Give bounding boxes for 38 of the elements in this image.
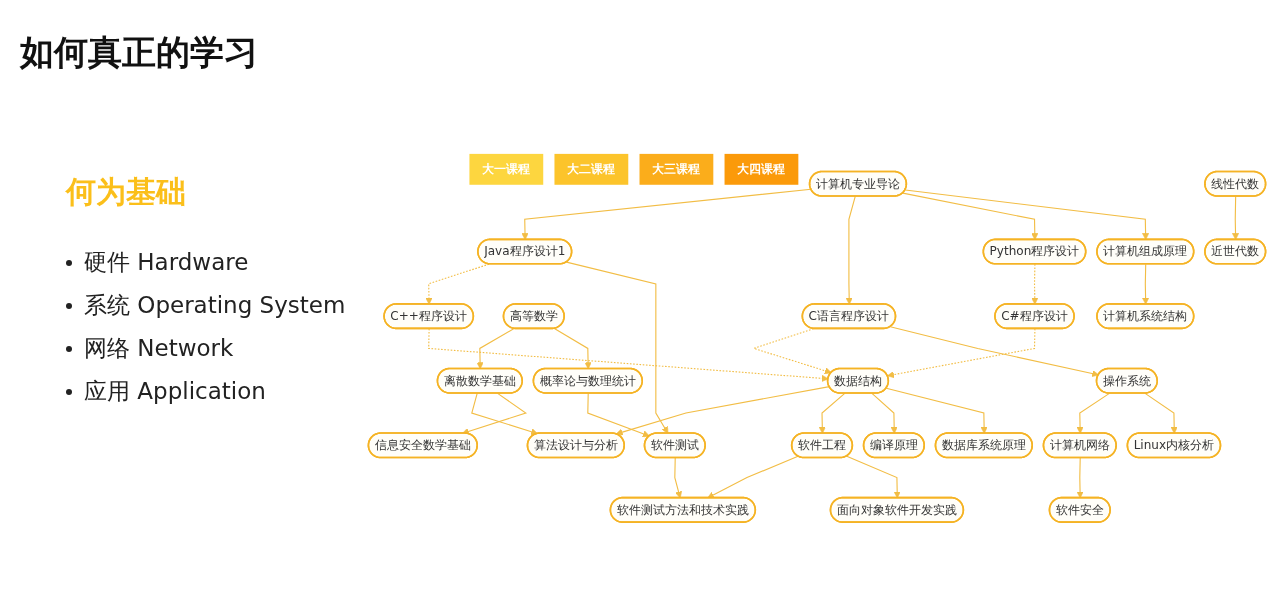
- arrow: [1232, 195, 1240, 241]
- arrow: [615, 386, 830, 436]
- node-box: 大三课程: [639, 153, 714, 185]
- arrow: [553, 328, 592, 370]
- arrow: [887, 328, 1036, 379]
- arrow: [587, 392, 650, 438]
- arrow: [752, 328, 832, 375]
- arrow: [476, 328, 515, 370]
- node-box: 大四课程: [724, 153, 799, 185]
- arrow: [425, 263, 490, 305]
- arrow: [904, 189, 1150, 241]
- arrow: [845, 195, 856, 305]
- arrow: [566, 261, 669, 434]
- arrow: [461, 392, 528, 435]
- arrow: [707, 455, 799, 499]
- arrow: [1144, 392, 1178, 434]
- node-box: 大一课程: [469, 153, 544, 185]
- arrow: [1142, 263, 1150, 305]
- arrow: [889, 326, 1099, 377]
- arrow: [902, 192, 1039, 241]
- arrow: [428, 328, 829, 382]
- arrow: [1076, 392, 1110, 434]
- arrow: [846, 455, 901, 499]
- arrow: [521, 188, 812, 241]
- bullet-text: 应用 Application: [84, 377, 266, 406]
- slide-title: 如何真正的学习: [20, 31, 258, 74]
- arrow: [674, 457, 682, 499]
- bullet-text: 硬件 Hardware: [84, 248, 249, 277]
- arrow: [471, 392, 538, 436]
- arrow: [871, 392, 898, 434]
- bullet-text: 网络 Network: [84, 334, 234, 363]
- arrow: [885, 387, 988, 434]
- arrow: [818, 392, 846, 434]
- arrow: [1076, 457, 1084, 499]
- bullet-text: 系统 Operating System: [84, 291, 346, 320]
- arrow: [1031, 263, 1039, 305]
- node-box: 大二课程: [554, 153, 629, 185]
- section-heading: 何为基础: [66, 173, 186, 211]
